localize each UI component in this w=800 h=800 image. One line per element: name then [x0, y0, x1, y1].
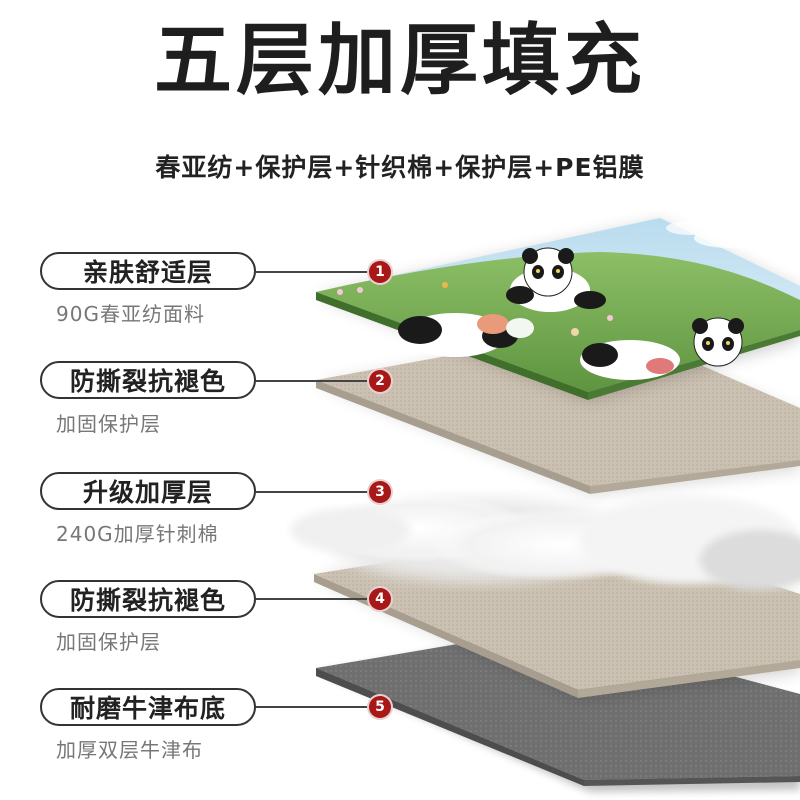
layer-1-printed-fabric [316, 218, 800, 400]
marker-3: 3 [369, 481, 391, 503]
marker-1: 1 [369, 261, 391, 283]
layer-3-cotton [290, 494, 800, 590]
layer-label-1: 亲肤舒适层 [40, 252, 256, 290]
panda-right-icon [580, 317, 744, 380]
layer-desc-1: 90G春亚纺面料 [56, 302, 205, 326]
layer-label-5: 耐磨牛津布底 [40, 688, 256, 726]
layer-name: 防撕裂抗褪色 [69, 367, 226, 396]
page-title: 五层加厚填充 [153, 15, 646, 106]
layer-label-2: 防撕裂抗褪色 [40, 361, 256, 399]
layer-desc-3: 240G加厚针刺棉 [56, 522, 219, 546]
leader-line-2 [256, 380, 370, 382]
layer-name: 升级加厚层 [82, 478, 213, 507]
panda-left-icon [398, 313, 534, 357]
layer-name: 防撕裂抗褪色 [69, 586, 226, 615]
marker-4: 4 [369, 588, 391, 610]
leader-line-1 [256, 271, 370, 273]
leader-line-3 [256, 491, 370, 493]
leader-line-5 [256, 706, 370, 708]
marker-5: 5 [369, 696, 391, 718]
panda-top-icon [506, 247, 606, 312]
layer-label-3: 升级加厚层 [40, 472, 256, 510]
layer-label-4: 防撕裂抗褪色 [40, 580, 256, 618]
marker-2: 2 [369, 370, 391, 392]
layer-desc-2: 加固保护层 [56, 412, 161, 436]
layer-desc-4: 加固保护层 [56, 630, 161, 654]
leader-line-4 [256, 598, 370, 600]
layer-desc-5: 加厚双层牛津布 [56, 738, 203, 762]
layer-name: 耐磨牛津布底 [69, 694, 226, 723]
page-subtitle: 春亚纺+保护层+针织棉+保护层+PE铝膜 [155, 153, 645, 182]
layer-name: 亲肤舒适层 [82, 258, 213, 287]
